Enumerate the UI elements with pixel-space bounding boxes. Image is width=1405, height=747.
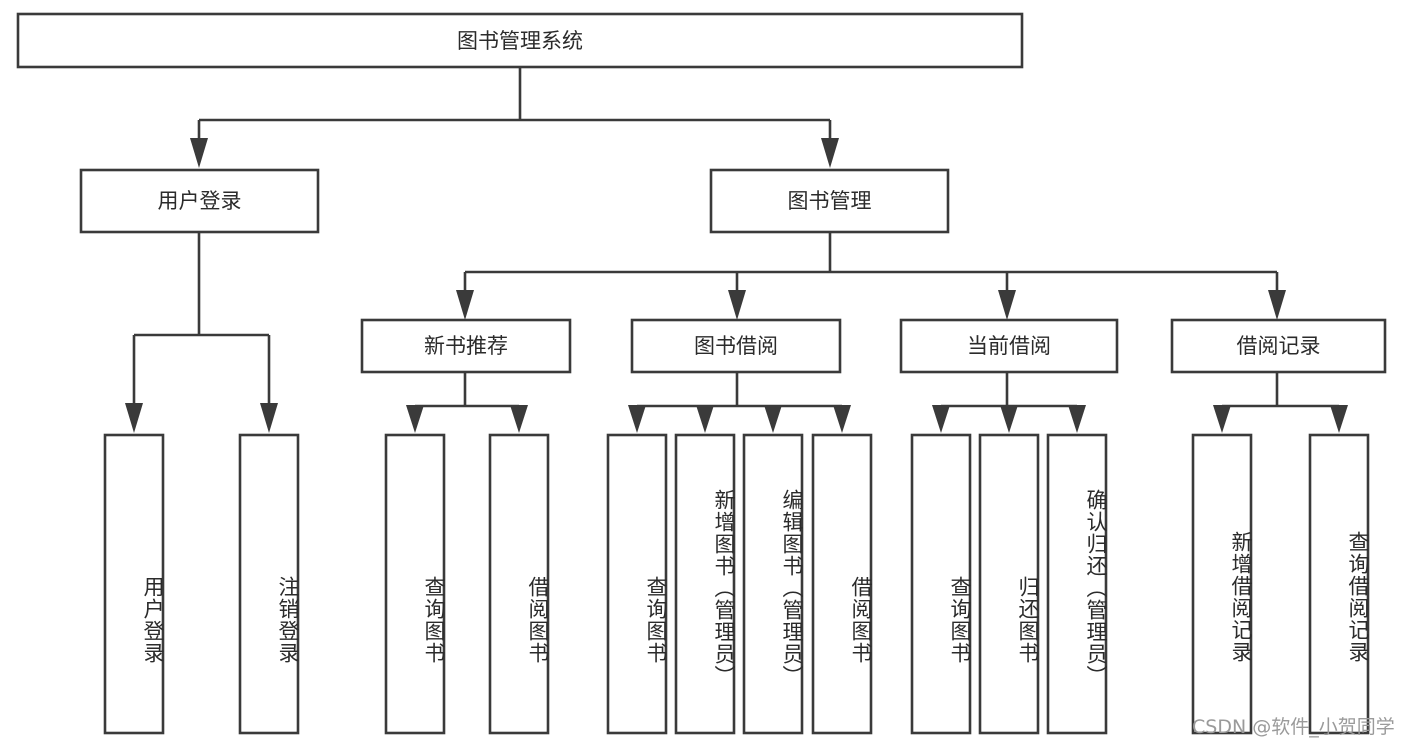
node-new-book-recommend-box[interactable] (360, 318, 572, 374)
leaf-user-login-0-box[interactable] (103, 433, 165, 735)
csdn-watermark: CSDN @软件_小贺同学 (1192, 716, 1395, 738)
leaf-new-book-0-box[interactable] (384, 433, 446, 735)
leaf-current-borrow-0-box[interactable] (910, 433, 972, 735)
arrow-bb-child-2-icon (764, 405, 782, 433)
arrow-cb-child-1-icon (1000, 405, 1018, 433)
node-book-borrow-label: 图书借阅 (694, 334, 778, 358)
arrow-root-to-book-mgmt-icon (821, 138, 839, 168)
node-book-management-label: 图书管理 (788, 189, 872, 213)
arrow-bm-child-1-icon (728, 290, 746, 320)
node-borrow-record-box[interactable] (1170, 318, 1387, 374)
arrow-br-child-0-icon (1213, 405, 1231, 433)
leaf-book-borrow-2-box[interactable] (742, 433, 804, 735)
arrow-bb-child-1-icon (696, 405, 714, 433)
arrow-bm-child-2-icon (998, 290, 1016, 320)
arrow-br-child-1-icon (1330, 405, 1348, 433)
arrow-ul-child-1-icon (260, 403, 278, 433)
leaf-current-borrow-1-box[interactable] (978, 433, 1040, 735)
node-user-login-label: 用户登录 (158, 189, 242, 213)
arrow-nbr-child-0-icon (406, 405, 424, 433)
leaf-book-borrow-1-box[interactable] (674, 433, 736, 735)
leaf-book-borrow-0-box[interactable] (606, 433, 668, 735)
node-borrow-record-label: 借阅记录 (1237, 334, 1321, 358)
arrow-bb-child-3-icon (833, 405, 851, 433)
arrow-bm-child-0-icon (456, 290, 474, 320)
arrow-cb-child-2-icon (1068, 405, 1086, 433)
arrow-ul-child-0-icon (125, 403, 143, 433)
leaf-new-book-1-box[interactable] (488, 433, 550, 735)
node-root-label: 图书管理系统 (457, 29, 583, 53)
arrow-bb-child-0-icon (628, 405, 646, 433)
node-user-login-box[interactable] (79, 168, 320, 234)
node-new-book-recommend-label: 新书推荐 (424, 334, 508, 358)
arrow-root-to-user-login-icon (190, 138, 208, 168)
arrow-bm-child-3-icon (1268, 290, 1286, 320)
leaf-borrow-record-1-box[interactable] (1308, 433, 1370, 735)
arrow-cb-child-0-icon (932, 405, 950, 433)
arrow-nbr-child-1-icon (510, 405, 528, 433)
leaf-borrow-record-0-box[interactable] (1191, 433, 1253, 735)
node-current-borrow-label: 当前借阅 (967, 334, 1051, 358)
node-book-management-box[interactable] (709, 168, 950, 234)
leaf-current-borrow-2-box[interactable] (1046, 433, 1108, 735)
node-book-borrow-box[interactable] (630, 318, 842, 374)
leaf-book-borrow-3-box[interactable] (811, 433, 873, 735)
leaf-user-login-1-box[interactable] (238, 433, 300, 735)
node-current-borrow-box[interactable] (899, 318, 1119, 374)
node-root-box[interactable] (16, 12, 1024, 69)
